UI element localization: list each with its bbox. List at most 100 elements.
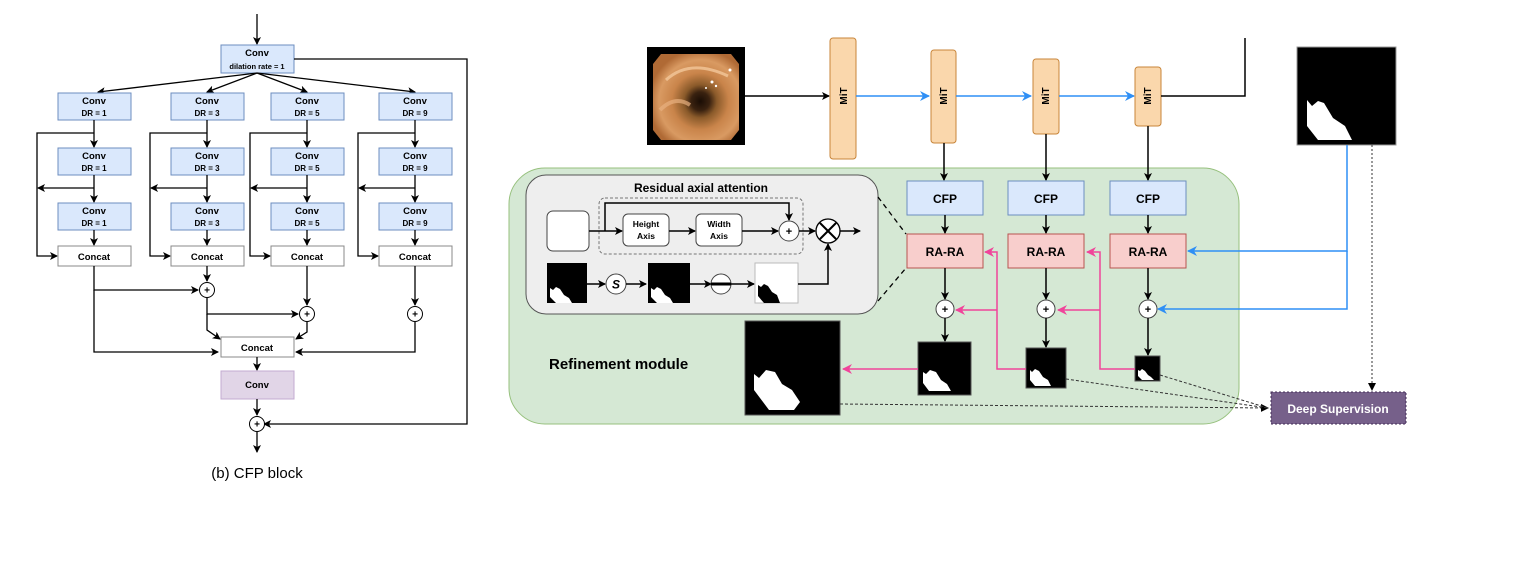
svg-text:+: + [204,286,210,297]
svg-text:RA-RA: RA-RA [926,245,965,259]
svg-text:MiT: MiT [1041,87,1052,104]
cfp-box-1: CFP [906,180,984,216]
prediction-mask-1 [917,341,972,396]
mit-encoder-3: MiT [1032,58,1060,135]
svg-text:CFP: CFP [1136,192,1160,206]
conv-label: Conv [403,96,427,107]
cfp-block-caption: (b) CFP block [211,465,303,482]
decoder-add-1: + [935,299,955,319]
svg-text:RA-RA: RA-RA [1027,245,1066,259]
svg-text:+: + [786,226,792,238]
svg-text:Height: Height [633,219,660,229]
cfp-input-conv: Conv dilation rate = 1 [220,44,295,74]
conv-label: Conv [295,206,319,217]
dr-label: DR = 1 [81,219,107,228]
dr-label: DR = 5 [294,219,320,228]
decoder-add-2: + [1036,299,1056,319]
svg-text:Width: Width [707,219,731,229]
concat-label: Concat [78,252,111,263]
conv-label: Conv [295,96,319,107]
refinement-module-title: Refinement module [549,356,688,373]
sigmoid-node: S [605,273,627,295]
decoder-add-3: + [1138,299,1158,319]
mit-encoder-4: MiT [1134,66,1162,127]
dr-label: DR = 3 [194,219,220,228]
cfp-box-3: CFP [1109,180,1187,216]
dr-label: DR = 9 [402,219,428,228]
svg-text:CFP: CFP [1034,192,1058,206]
svg-text:Deep Supervision: Deep Supervision [1287,402,1388,416]
cfp-block-diagram: Conv dilation rate = 1 Conv DR = 1 Conv DR … [36,14,468,482]
ground-truth-mask [1296,46,1397,146]
conv-box [57,147,132,176]
dr-label: DR = 1 [81,164,107,173]
cfp-final-concat: Concat [220,336,295,358]
input-image [647,47,745,145]
svg-text:+: + [412,310,418,321]
add-node-1: + [199,282,215,298]
conv-box [378,147,453,176]
add-node-2: + [299,306,315,322]
attention-title: Residual axial attention [634,181,768,195]
mit-encoder-2: MiT [930,49,957,144]
svg-text:MiT: MiT [939,87,950,104]
architecture-overview: MiT MiT MiT MiT CFP CFP [508,37,1407,425]
svg-text:S: S [612,278,620,292]
multiply-icon [815,218,841,244]
svg-text:+: + [254,420,260,431]
svg-text:Axis: Axis [710,231,728,241]
concat-label: Concat [191,252,224,263]
residual-axial-attention-inset: Residual axial attention Height Axis Wid… [525,174,907,315]
dr-label: DR = 5 [294,109,320,118]
rara-box-1: RA-RA [906,233,984,269]
dr-label: DR = 3 [194,109,220,118]
dr-label: DR = 3 [194,164,220,173]
svg-text:Axis: Axis [637,231,655,241]
prediction-mask-2 [1025,347,1067,389]
svg-text:MiT: MiT [1143,87,1154,104]
cfp-box-2: CFP [1007,180,1085,216]
width-axis-box: Width Axis [695,213,743,247]
conv-box [170,202,245,231]
concat-label: Concat [291,252,324,263]
cfp-output-add: + [249,416,265,432]
dr-label: DR = 9 [402,164,428,173]
cfp-branch-3: Conv DR = 5 Conv DR = 5 Conv DR = 5 Concat [249,92,345,267]
attention-add: + [778,220,800,242]
conv-label: Conv [195,206,219,217]
svg-text:Conv: Conv [245,380,269,391]
conv-label: Conv [245,48,269,59]
cfp-final-conv: Conv [220,370,295,400]
svg-text:+: + [304,310,310,321]
conv-label: Conv [195,151,219,162]
dilation-rate-label: dilation rate = 1 [229,62,284,71]
svg-text:+: + [942,304,948,316]
conv-label: Conv [82,206,106,217]
final-prediction-mask [744,320,841,416]
conv-label: Conv [82,96,106,107]
height-axis-box: Height Axis [622,213,670,247]
conv-label: Conv [295,151,319,162]
svg-text:RA-RA: RA-RA [1129,245,1168,259]
conv-box [270,147,345,176]
svg-text:CFP: CFP [933,192,957,206]
conv-label: Conv [195,96,219,107]
dr-label: DR = 5 [294,164,320,173]
dr-label: DR = 9 [402,109,428,118]
conv-label: Conv [403,151,427,162]
svg-text:Concat: Concat [241,343,274,354]
svg-text:MiT: MiT [839,87,850,104]
rara-box-2: RA-RA [1007,233,1085,269]
conv-box [378,92,453,121]
rara-box-3: RA-RA [1109,233,1187,269]
conv-label: Conv [403,206,427,217]
mit-encoder-1: MiT [829,37,857,160]
svg-text:+: + [1145,304,1151,316]
dr-label: DR = 1 [81,109,107,118]
cfp-branch-2: Conv DR = 3 Conv DR = 3 Conv DR = 3 Concat [149,92,245,267]
add-node-3: + [407,306,423,322]
reverse-node [710,273,732,295]
